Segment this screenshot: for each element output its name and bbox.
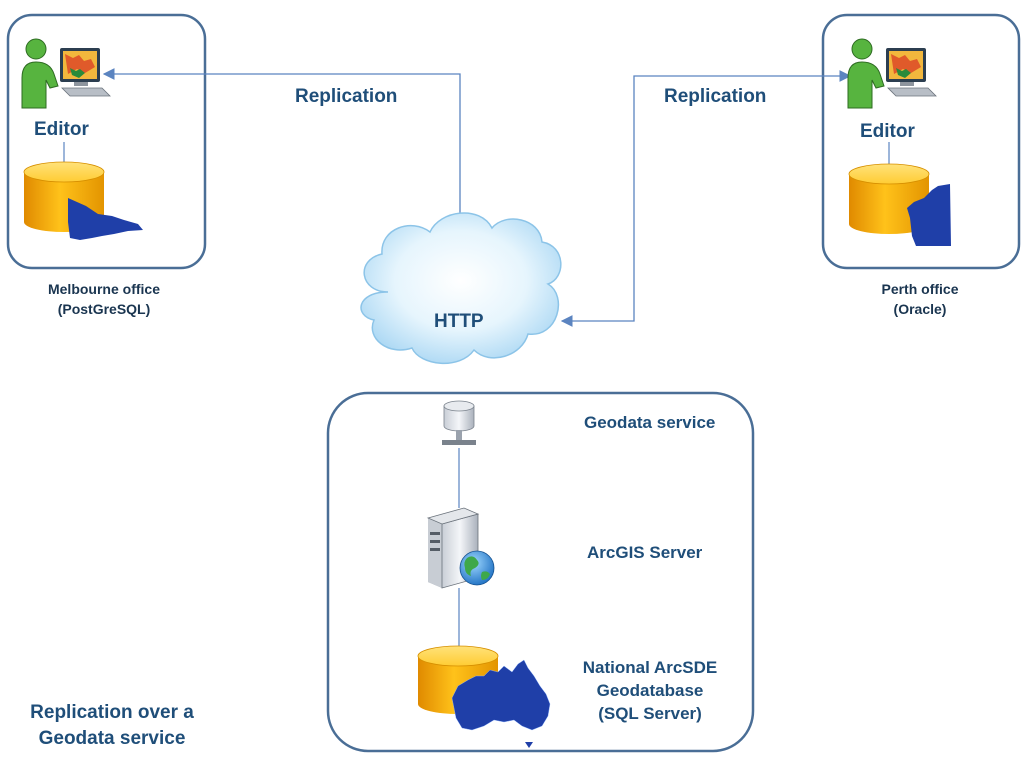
http-label: HTTP [434,311,484,332]
melbourne-office-label: Melbourne office (PostGreSQL) [14,279,194,319]
database-icon-perth [848,163,930,234]
australia-map-icon [451,659,551,731]
perth-office-db: (Oracle) [893,301,947,317]
http-cloud-icon [360,212,562,364]
geodatabase-line-2: Geodatabase [596,681,704,700]
editor-label-perth: Editor [860,121,915,142]
editor-icon-perth [847,38,937,109]
geodata-service-icon [442,400,476,445]
victoria-map-icon [68,198,143,240]
western-australia-map-icon [907,184,951,246]
replication-label-left: Replication [295,86,398,107]
arcgis-server-label: ArcGIS Server [587,543,703,562]
replication-label-right: Replication [664,86,767,107]
perth-office-label: Perth office (Oracle) [830,279,1010,319]
geodatabase-line-3: (SQL Server) [598,704,702,723]
perth-office-name: Perth office [881,281,959,297]
melbourne-office-db: (PostGreSQL) [57,301,151,317]
tasmania-map-icon [525,742,533,748]
geodatabase-line-1: National ArcSDE [582,658,718,677]
diagram-caption: Replication over a Geodata service [14,700,210,752]
editor-icon-melbourne [21,38,111,109]
national-geodatabase-label: National ArcSDE Geodatabase (SQL Server) [570,656,730,725]
melbourne-office-name: Melbourne office [47,281,160,297]
geodata-service-label: Geodata service [584,413,716,432]
arcgis-server-icon [426,507,495,589]
geodata-service-box [326,391,755,753]
editor-label-melbourne: Editor [34,119,89,140]
replication-arrow-left [102,68,466,250]
replication-arrow-right [560,70,852,327]
caption-line-2: Geodata service [38,728,186,749]
caption-line-1: Replication over a [30,702,194,723]
